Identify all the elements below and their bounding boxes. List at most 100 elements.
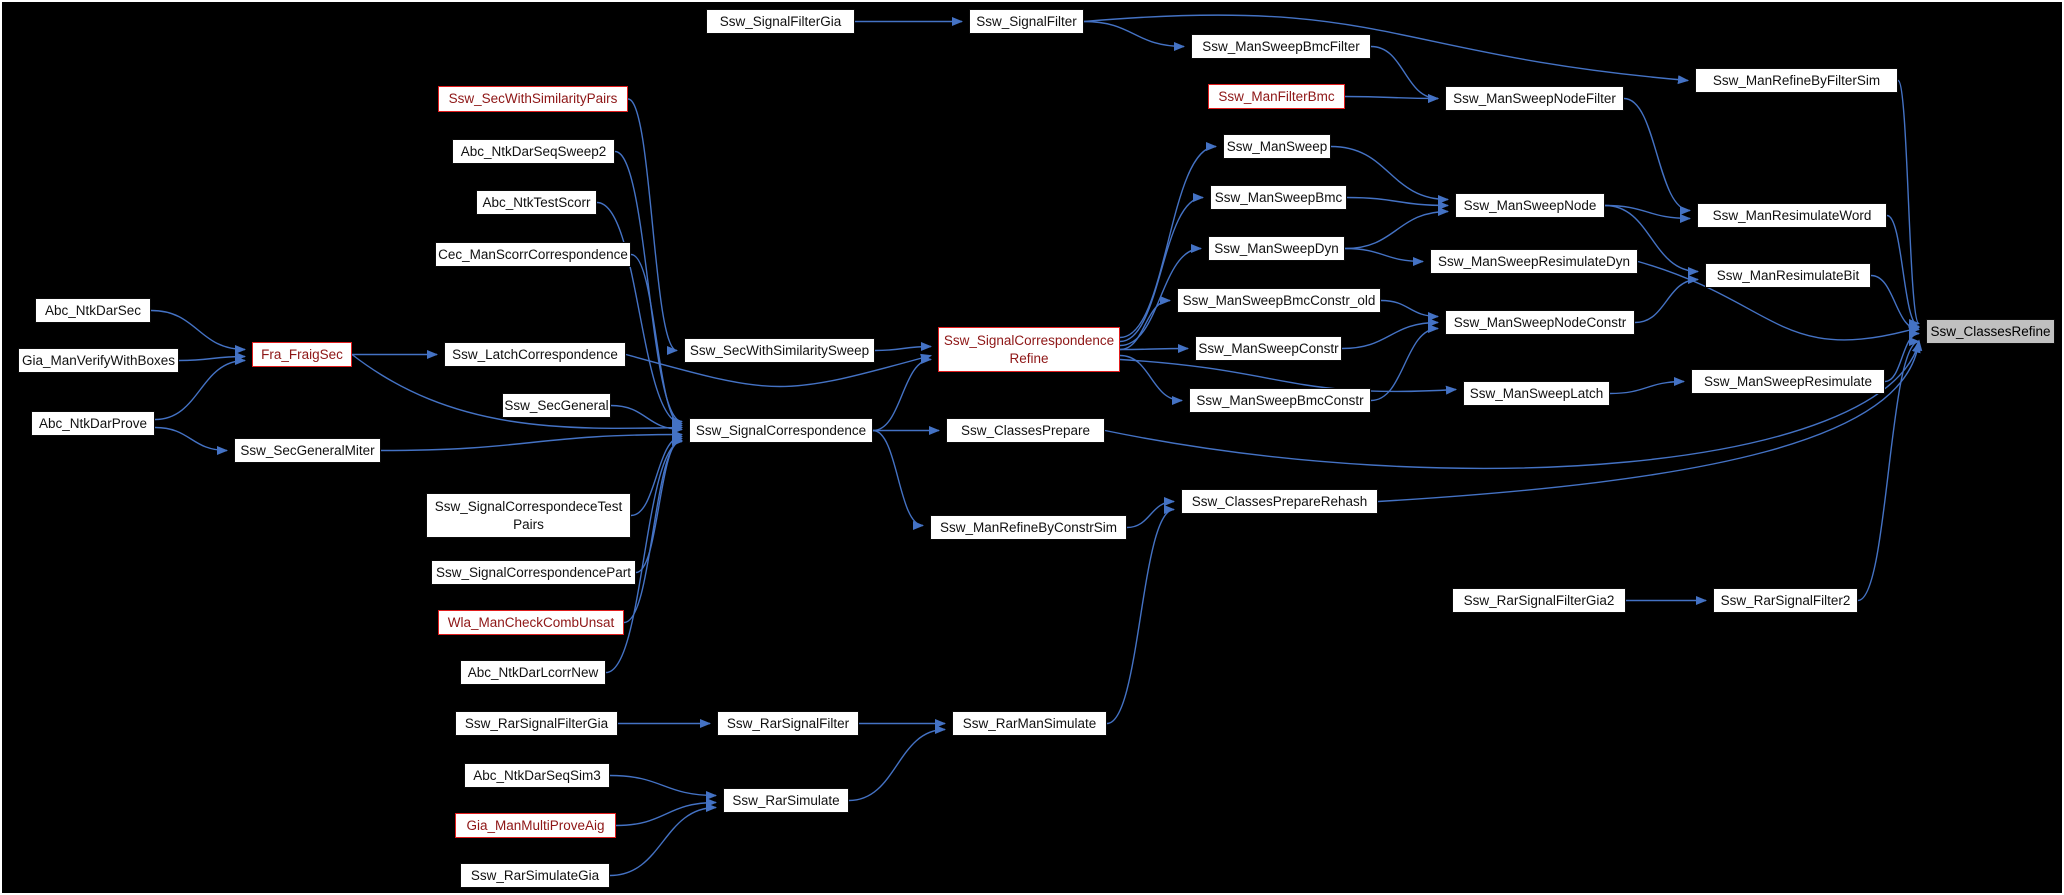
graph-node-label: Ssw_ClassesPrepareRehash [1191,493,1368,509]
graph-node-label: Ssw_RarSignalFilterGia [464,715,609,731]
graph-node-classesRefine: Ssw_ClassesRefine [1926,319,2055,344]
graph-node-secSimSweep[interactable]: Ssw_SecWithSimilaritySweep [684,338,875,363]
call-edge-cecScorr-sigCorr [630,253,684,430]
graph-node-resimWord[interactable]: Ssw_ManResimulateWord [1697,203,1887,228]
graph-node-sigCorr[interactable]: Ssw_SignalCorrespondence [689,418,873,443]
call-edge-sweepResimDyn-classesRefine [1637,260,1921,341]
graph-node-sigFilter[interactable]: Ssw_SignalFilter [969,9,1084,34]
call-edge-rarSimulate-rarManSim [848,725,947,802]
graph-node-giaMultiProve[interactable]: Gia_ManMultiProveAig [455,813,616,838]
graph-node-darProve[interactable]: Abc_NtkDarProve [31,411,155,436]
graph-node-rarFilter[interactable]: Ssw_RarSignalFilter [717,711,859,736]
graph-node-sigFilterGia[interactable]: Ssw_SignalFilterGia [706,9,855,34]
graph-node-sweepBmcFilter[interactable]: Ssw_ManSweepBmcFilter [1191,34,1371,59]
graph-node-sweepNode[interactable]: Ssw_ManSweepNode [1455,193,1605,218]
graph-node-label: Pairs [513,516,544,532]
graph-node-darLcorrNew[interactable]: Abc_NtkDarLcorrNew [460,660,606,685]
call-edge-sigCorr-refineByConstrSim [872,429,925,530]
graph-node-label: Ssw_RarSignalFilter2 [1720,592,1851,608]
graph-node-label: Cec_ManScorrCorrespondence [438,246,628,262]
graph-node-label: Ssw_ManSweepLatch [1469,385,1604,401]
call-edge-refineByConstrSim-prepareRehash [1126,497,1176,529]
call-edge-secSimSweep-sigCorrRefine [874,342,933,352]
graph-node-label: Ssw_ManSweepBmcFilter [1202,38,1360,54]
graph-node-label: Ssw_ManSweepBmc [1214,189,1343,205]
graph-node-manSweep[interactable]: Ssw_ManSweep [1223,134,1331,159]
graph-node-bmcConstrOld[interactable]: Ssw_ManSweepBmcConstr_old [1177,288,1381,313]
graph-node-manFilterBmc[interactable]: Ssw_ManFilterBmc [1208,84,1345,109]
graph-node-darSec[interactable]: Abc_NtkDarSec [35,298,151,323]
call-edge-sweepNode-resimWord [1604,204,1692,223]
call-edge-darSeqSweep2-sigCorr [614,150,684,426]
call-edge-darProve-fraigSec [154,356,247,421]
graph-node-testScorr[interactable]: Abc_NtkTestScorr [476,190,597,215]
graph-node-resimBit[interactable]: Ssw_ManResimulateBit [1705,263,1871,288]
graph-node-rarManSim[interactable]: Ssw_RarManSimulate [952,711,1107,736]
graph-node-rarSimulateGia[interactable]: Ssw_RarSimulateGia [460,863,610,888]
call-edge-sigFilter-refineByFilterSim [1083,14,1690,85]
graph-node-label: Abc_NtkTestScorr [482,194,591,210]
graph-node-label: Ssw_ManRefineByConstrSim [939,519,1118,535]
call-edge-resimWord-classesRefine [1886,214,1921,331]
call-edge-secSimPairs-secSimSweep [627,98,679,355]
graph-node-giaVerify[interactable]: Gia_ManVerifyWithBoxes [18,348,179,373]
graph-node-label: Ssw_RarSimulateGia [470,867,600,883]
graph-node-secSimPairs[interactable]: Ssw_SecWithSimilarityPairs [438,86,628,112]
graph-node-rarFilter2[interactable]: Ssw_RarSignalFilter2 [1713,588,1858,613]
graph-node-sweepNodeConstr[interactable]: Ssw_ManSweepNodeConstr [1445,310,1635,335]
call-edge-rarSimulateGia-rarSimulate [609,803,718,877]
graph-node-label: Ssw_ManResimulateWord [1712,207,1872,223]
graph-node-classesPrepare[interactable]: Ssw_ClassesPrepare [946,418,1105,443]
call-edge-sweepConstr-sweepNodeConstr [1341,318,1440,350]
graph-node-label: Ssw_SecGeneralMiter [240,442,375,458]
graph-node-sweepNodeFilter[interactable]: Ssw_ManSweepNodeFilter [1445,86,1624,111]
graph-node-wlaCheck[interactable]: Wla_ManCheckCombUnsat [438,610,624,635]
call-edge-sigCorrPart-sigCorr [635,434,684,574]
graph-node-label: Ssw_ManSweepBmcConstr_old [1182,292,1376,308]
call-edge-darSec-fraigSec [150,309,247,354]
graph-node-label: Ssw_ManSweep [1226,138,1328,154]
graph-node-sweepBmcConstr[interactable]: Ssw_ManSweepBmcConstr [1189,388,1371,413]
call-edge-manFilterBmc-sweepNodeFilter [1344,94,1440,103]
graph-node-sweepBmc[interactable]: Ssw_ManSweepBmc [1210,185,1347,210]
call-edge-sweepBmc-sweepNode [1346,196,1450,210]
graph-node-sweepLatch[interactable]: Ssw_ManSweepLatch [1463,381,1610,406]
graph-node-label: Ssw_SignalCorrespondence [695,422,867,438]
graph-node-latchCorr[interactable]: Ssw_LatchCorrespondence [444,342,626,367]
graph-node-secGenMiter[interactable]: Ssw_SecGeneralMiter [234,438,381,463]
call-edge-resimBit-classesRefine [1870,274,1921,334]
graph-node-label: Ssw_ClassesRefine [1930,323,2051,339]
graph-node-prepareRehash[interactable]: Ssw_ClassesPrepareRehash [1181,489,1378,514]
graph-node-label: Abc_NtkDarLcorrNew [467,664,599,680]
graph-node-sweepResimDyn[interactable]: Ssw_ManSweepResimulateDyn [1430,249,1638,274]
graph-node-sigCorrPart[interactable]: Ssw_SignalCorrespondencePart [431,560,636,585]
graph-node-rarFilterGia2[interactable]: Ssw_RarSignalFilterGia2 [1452,588,1626,613]
call-edge-latchCorr-sigCorrRefine [625,353,933,388]
call-edge-testPairs-sigCorr [630,432,684,517]
call-edge-sweepDyn-sweepResimDyn [1344,247,1425,266]
graph-node-label: Refine [1009,350,1049,366]
graph-node-refineByFilterSim[interactable]: Ssw_ManRefineByFilterSim [1695,68,1898,93]
graph-node-darSeqSim3[interactable]: Abc_NtkDarSeqSim3 [464,763,610,788]
graph-node-sweepResim[interactable]: Ssw_ManSweepResimulate [1691,369,1885,394]
graph-node-sweepDyn[interactable]: Ssw_ManSweepDyn [1208,236,1345,261]
graph-node-sweepConstr[interactable]: Ssw_ManSweepConstr [1195,336,1342,361]
graph-node-refineByConstrSim[interactable]: Ssw_ManRefineByConstrSim [930,515,1127,540]
graph-node-label: Abc_NtkDarProve [38,415,148,431]
call-edge-sweepBmcConstr-sweepNodeConstr [1370,324,1440,402]
graph-node-label: Abc_NtkDarSeqSweep2 [460,143,607,159]
graph-node-label: Ssw_SecGeneral [504,397,609,413]
graph-node-fraigSec[interactable]: Fra_FraigSec [252,342,352,367]
graph-node-secGeneral[interactable]: Ssw_SecGeneral [502,393,611,418]
graph-node-cecScorr[interactable]: Cec_ManScorrCorrespondence [435,242,631,267]
graph-node-rarSimulate[interactable]: Ssw_RarSimulate [723,788,849,813]
call-edge-testScorr-sigCorr [596,201,684,428]
graph-node-rarFilterGia[interactable]: Ssw_RarSignalFilterGia [455,711,618,736]
graph-node-label: Ssw_ManSweepNodeFilter [1453,90,1616,106]
graph-node-darSeqSweep2[interactable]: Abc_NtkDarSeqSweep2 [452,139,615,164]
graph-node-label: Gia_ManMultiProveAig [466,817,605,833]
call-edge-darSeqSim3-rarSimulate [609,774,718,800]
